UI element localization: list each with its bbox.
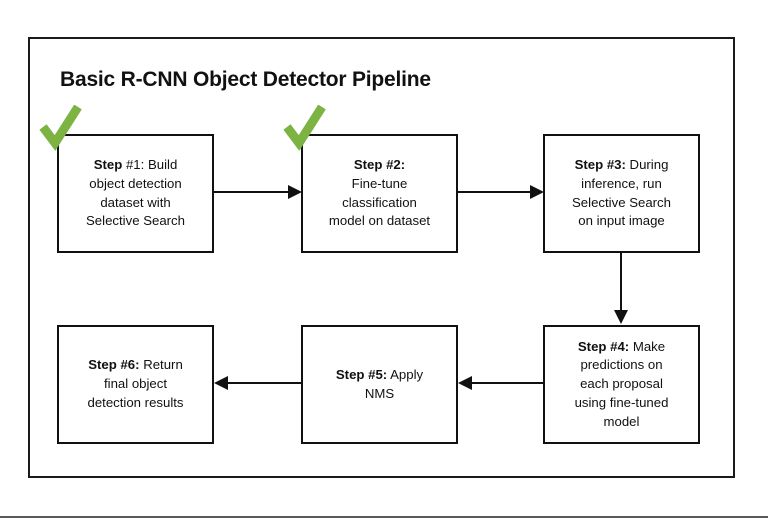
step-3-label: Step #3:: [574, 157, 626, 173]
step-5-text: Step #5: Apply NMS: [336, 366, 423, 403]
connector-3-to-4: [620, 253, 622, 311]
step-1-text: Step #1: Build object detection dataset …: [86, 156, 185, 231]
page-bottom-edge: [0, 516, 768, 518]
step-4-text: Step #4: Make predictions on each propos…: [575, 338, 669, 432]
step-1-line-2: object detection: [89, 175, 182, 191]
step-1-line-3: dataset with: [100, 194, 171, 210]
step-3-text: Step #3: During inference, run Selective…: [572, 156, 671, 231]
step-5-label: Step #5:: [335, 366, 388, 382]
step-5-line-1: Step #5: Apply: [336, 367, 423, 382]
step-5-line-1-tail: Apply: [387, 366, 424, 382]
step-box-1[interactable]: Step #1: Build object detection dataset …: [57, 134, 214, 253]
step-4-label: Step #4:: [577, 338, 630, 354]
step-6-line-3: detection results: [87, 394, 184, 410]
step-4-line-1: Step #4: Make: [578, 339, 665, 354]
step-box-5[interactable]: Step #5: Apply NMS: [301, 325, 458, 444]
connector-5-to-6: [228, 382, 301, 384]
connector-1-to-2: [214, 191, 288, 193]
step-box-4[interactable]: Step #4: Make predictions on each propos…: [543, 325, 700, 444]
connector-2-to-3: [458, 191, 530, 193]
connector-4-to-5: [472, 382, 543, 384]
step-box-2[interactable]: Step #2: Fine-tune classification model …: [301, 134, 458, 253]
step-box-6[interactable]: Step #6: Return final object detection r…: [57, 325, 214, 444]
arrowhead-2-to-3: [530, 185, 544, 199]
step-1-line-1: Step #1: Build: [94, 157, 178, 172]
step-1-number: #1:: [122, 157, 148, 173]
check-icon-step-1: [38, 104, 82, 151]
step-2-line-4: model on dataset: [328, 213, 431, 229]
arrowhead-4-to-5: [458, 376, 472, 390]
step-4-line-2: predictions on: [580, 357, 663, 373]
step-2-text: Step #2: Fine-tune classification model …: [329, 156, 430, 231]
step-3-line-1-tail: During: [625, 157, 669, 173]
step-2-line-2: Fine-tune: [351, 175, 408, 191]
step-1-line-1-tail: Build: [147, 157, 178, 173]
arrowhead-3-to-4: [614, 310, 628, 324]
step-1-label: Step: [93, 157, 123, 173]
step-5-line-2: NMS: [364, 385, 395, 401]
step-6-line-1: Step #6: Return: [88, 357, 183, 372]
page-title: Basic R-CNN Object Detector Pipeline: [60, 68, 431, 91]
step-6-text: Step #6: Return final object detection r…: [87, 356, 183, 412]
step-3-line-4: on input image: [578, 213, 665, 229]
step-6-line-1-tail: Return: [139, 357, 183, 373]
step-3-line-2: inference, run: [581, 175, 662, 191]
step-6-label: Step #6:: [88, 357, 140, 373]
step-3-line-1: Step #3: During: [575, 157, 669, 172]
step-4-line-4: using fine-tuned: [574, 394, 669, 410]
arrowhead-5-to-6: [214, 376, 228, 390]
step-3-line-3: Selective Search: [572, 194, 671, 210]
step-4-line-5: model: [603, 413, 640, 429]
step-4-line-3: each proposal: [580, 376, 663, 392]
arrowhead-1-to-2: [288, 185, 302, 199]
step-4-line-1-tail: Make: [629, 338, 666, 354]
step-2-line-3: classification: [342, 194, 417, 210]
step-box-3[interactable]: Step #3: During inference, run Selective…: [543, 134, 700, 253]
step-6-line-2: final object: [103, 376, 168, 392]
check-icon-step-2: [282, 104, 326, 151]
step-2-label: Step #2:: [353, 157, 406, 173]
step-1-line-4: Selective Search: [86, 213, 185, 229]
